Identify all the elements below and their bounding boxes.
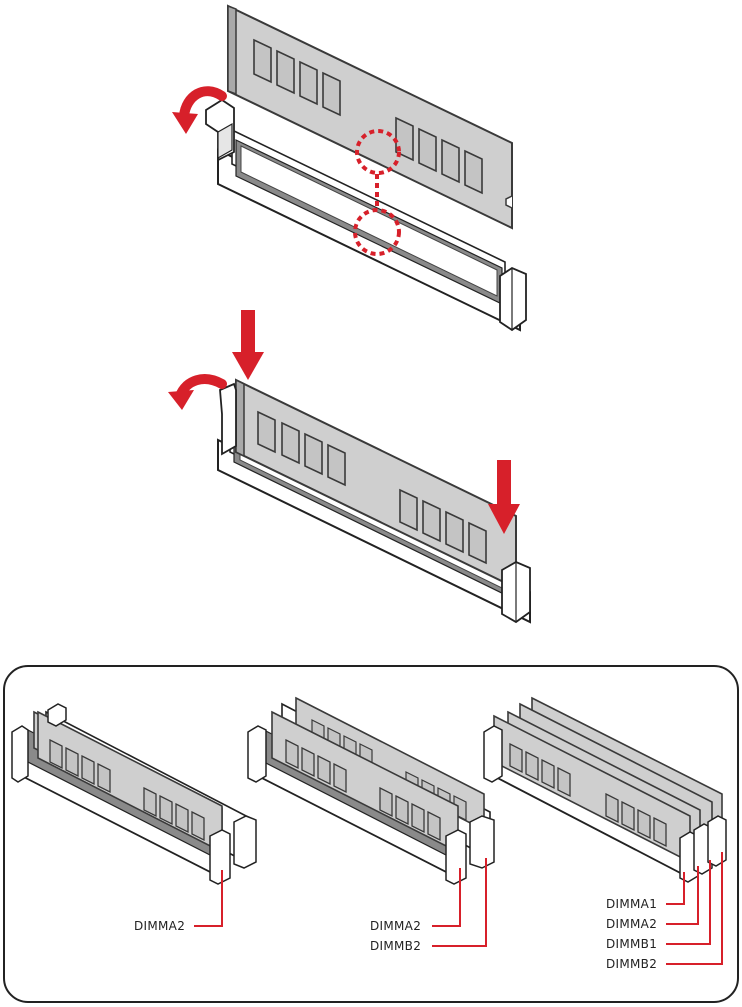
left-latch-closed [220,384,236,454]
left-latch-open [206,100,234,160]
population-panel: DIMMA2 [4,666,738,1002]
right-latch-closed [502,562,530,622]
slot-label: DIMMB2 [606,957,657,971]
step-align-module [172,6,526,330]
slot-label: DIMMA1 [606,897,657,911]
slot-label: DIMMA2 [370,919,421,933]
down-arrow-icon [232,310,264,380]
slot-label: DIMMA2 [606,917,657,931]
right-latch [500,268,526,330]
slot-label: DIMMA2 [134,919,185,933]
slot-label: DIMMB2 [370,939,421,953]
slot-label: DIMMB1 [606,937,657,951]
curved-arrow-icon [168,379,222,410]
step-press-module [168,310,530,622]
